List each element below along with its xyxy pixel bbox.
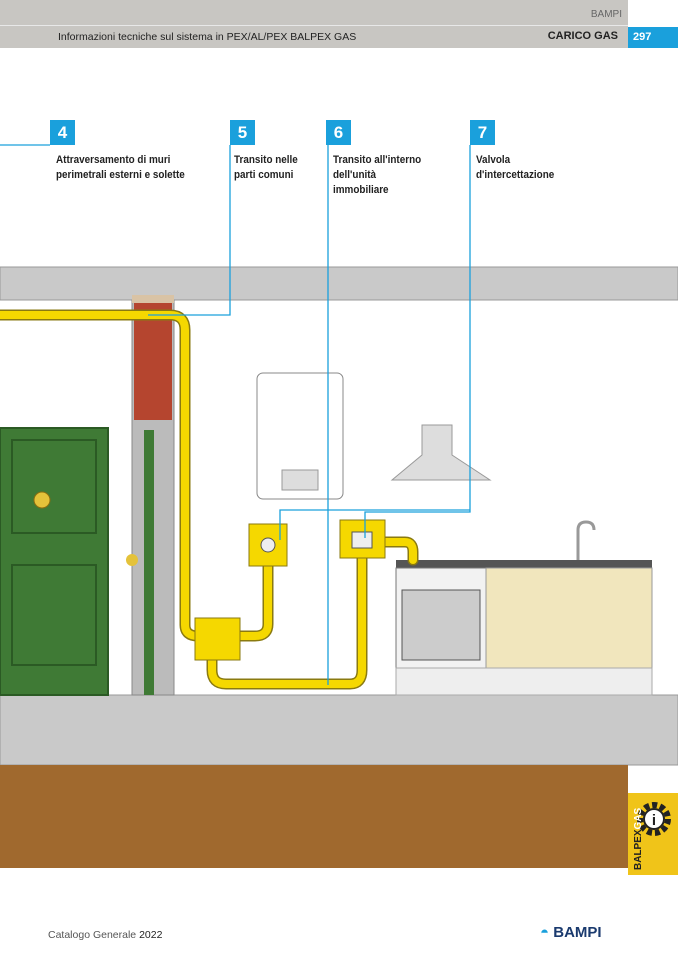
side-tab: i xyxy=(628,793,678,875)
bampi-logo: ◓ BAMPI xyxy=(540,924,602,941)
gas-pipe xyxy=(0,309,419,690)
oven-door xyxy=(401,589,481,661)
kitchen-plinth xyxy=(395,667,653,696)
cooker-valve-icon xyxy=(351,531,373,549)
page-number: 297 xyxy=(628,27,678,48)
callout-text: Attraversamento di muri perimetrali este… xyxy=(56,154,185,181)
gear-info-icon: i xyxy=(637,802,671,836)
callout-text: Valvola d'intercettazione xyxy=(476,154,555,181)
door-frame xyxy=(144,430,154,695)
junction-box xyxy=(194,617,241,661)
side-tab-label: BALPEXGAS xyxy=(633,807,644,870)
callout-number: 5 xyxy=(230,120,255,145)
callout-text: Transito all'interno dell'unità immobili… xyxy=(333,154,422,196)
door-handle xyxy=(126,554,138,566)
boiler-display xyxy=(281,469,319,491)
header-subtitle: Informazioni tecniche sul sistema in PEX… xyxy=(58,31,357,43)
ceiling-slab xyxy=(0,266,678,301)
door xyxy=(0,427,109,696)
callout-text: Transito nelle parti comuni xyxy=(234,154,298,181)
section-title: CARICO GAS xyxy=(547,30,618,42)
header-divider xyxy=(0,25,628,26)
callout-number: 7 xyxy=(470,120,495,145)
svg-text:i: i xyxy=(652,812,656,829)
header-bar xyxy=(0,0,628,48)
ground xyxy=(0,765,628,868)
header-brand: BAMPI xyxy=(590,9,622,20)
tap xyxy=(576,520,596,560)
boiler-valve-icon xyxy=(260,537,276,553)
door-knocker xyxy=(33,491,51,509)
door-panel xyxy=(11,439,97,534)
boiler xyxy=(256,372,344,500)
callout-number: 6 xyxy=(326,120,351,145)
leader-lines xyxy=(0,144,471,685)
kitchen-cabinets xyxy=(485,567,653,669)
lintel xyxy=(132,295,174,303)
door-panel xyxy=(11,564,97,666)
footer-catalog: Catalogo Generale 2022 xyxy=(48,929,163,941)
floor-slab xyxy=(0,694,678,766)
callout-number: 4 xyxy=(50,120,75,145)
cooker-hood xyxy=(390,424,492,481)
worktop xyxy=(396,560,652,568)
